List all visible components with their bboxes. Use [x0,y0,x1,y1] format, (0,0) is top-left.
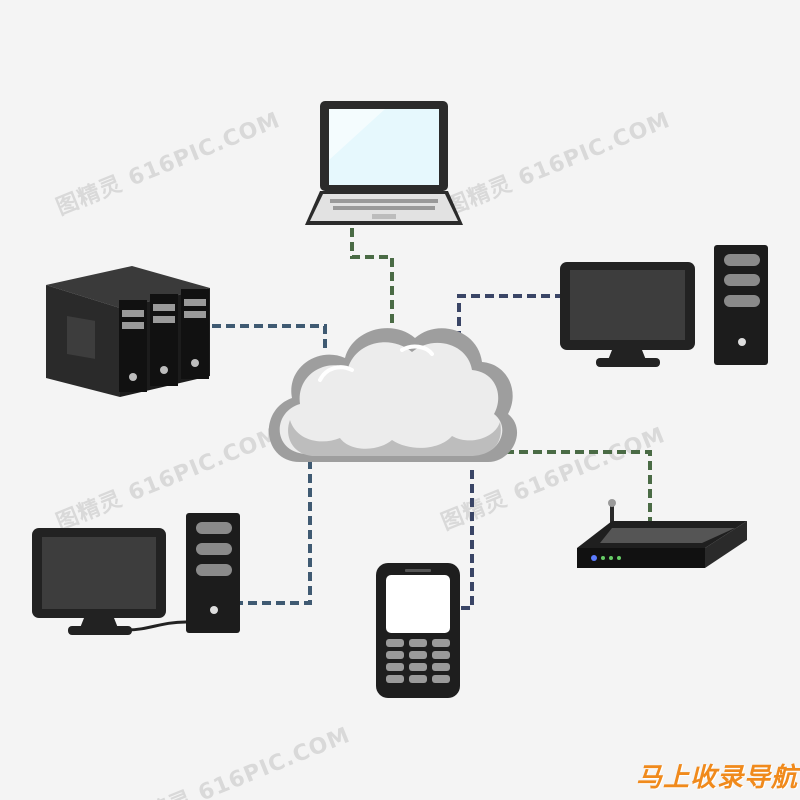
watermark-text: 图精灵 616PIC.COM [53,422,284,536]
server-unit [181,289,209,379]
desktop-computer-icon [560,245,768,367]
server-unit [119,300,147,392]
connection-links [212,228,652,610]
link-cloud-mobile-phone [458,470,474,610]
link-cloud-desktop-left [240,460,312,605]
watermark-text: 图精灵 616PIC.COM [123,722,354,800]
server-unit [150,294,178,386]
cloud-icon [268,328,518,462]
watermark-text: 图精灵 616PIC.COM [53,107,284,221]
desktop-computer-icon [32,513,240,635]
link-cloud-laptop [350,228,394,328]
link-cloud-server-rack [212,324,327,352]
router-icon [577,499,747,568]
laptop-icon [305,101,463,225]
brand-watermark: 马上收录导航 [635,763,798,793]
mobile-phone-icon [376,563,460,698]
server-rack-icon [46,266,210,397]
link-cloud-desktop-right [457,294,560,340]
link-cloud-router [505,450,652,525]
watermark-text: 图精灵 616PIC.COM [443,107,674,221]
